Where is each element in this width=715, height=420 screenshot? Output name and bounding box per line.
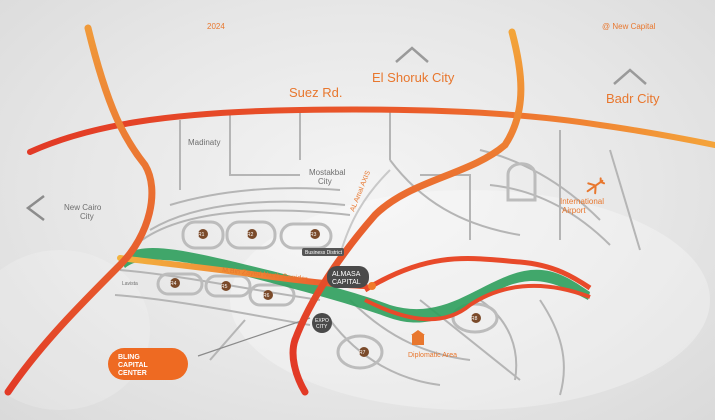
airport-label-2: Airport — [562, 206, 586, 215]
district-badge-label: R4 — [170, 281, 177, 287]
almasa-capital-marker: ALMASA CAPITAL — [327, 266, 376, 290]
almasa-label-2: CAPITAL — [332, 279, 361, 286]
building-icon — [411, 330, 425, 345]
ring-road-west — [4, 24, 156, 396]
district-badges: R1 R2 R3 R4 R5 R6 R7 R8 — [170, 229, 481, 357]
bling-capital-center-badge[interactable]: BLING CAPITAL CENTER — [108, 348, 188, 380]
district-badge-label: R5 — [221, 284, 228, 290]
brand-label: @ New Capital — [602, 22, 656, 31]
landmark-label: Lavista — [122, 281, 138, 287]
district-badge-label: R2 — [247, 232, 254, 238]
capital-spur-road — [289, 336, 309, 396]
chevron-up-icon — [395, 46, 429, 63]
district-badge-label: R7 — [359, 350, 366, 356]
airplane-icon — [586, 177, 606, 195]
al-amal-axis — [339, 169, 391, 256]
diplomatic-area-label: Diplomatic Area — [408, 352, 457, 359]
expo-label-2: CITY — [316, 324, 328, 330]
bling-connector — [197, 317, 311, 357]
river-road-south — [364, 283, 591, 322]
year-label: 2024 — [207, 22, 225, 31]
city-label-new-cairo-2: City — [80, 212, 94, 221]
suez-road — [27, 106, 715, 155]
chevron-up-icon — [613, 68, 647, 85]
city-label-new-cairo: New Cairo — [64, 203, 102, 212]
chevron-left-icon — [25, 195, 45, 221]
green-corridor — [120, 247, 590, 323]
city-label-mostakbal: Mostakbal — [309, 168, 346, 177]
business-district-label: Business District — [305, 250, 343, 256]
city-label-badr: Badr City — [606, 91, 660, 106]
city-label-madinaty: Madinaty — [188, 138, 220, 147]
district-badge-label: R1 — [198, 232, 205, 238]
regional-ring-road — [291, 28, 525, 344]
airport-label: International — [560, 197, 604, 206]
district-badge-label: R6 — [263, 293, 270, 299]
expo-label: EXPO — [315, 318, 329, 324]
city-label-mostakbal-2: City — [318, 177, 332, 186]
business-district-bar — [302, 248, 344, 256]
river-road-north — [363, 256, 592, 293]
bling-label-3: CENTER — [118, 370, 147, 377]
district-badge-label: R3 — [310, 232, 317, 238]
bling-label-2: CAPITAL — [118, 362, 149, 369]
district-badge-label: R8 — [471, 316, 478, 322]
expo-city-marker: EXPO CITY — [312, 313, 332, 333]
almasa-label: ALMASA — [332, 271, 361, 278]
road-label-suez: Suez Rd. — [289, 85, 342, 100]
bling-label: BLING — [118, 354, 140, 361]
city-label-el-shorouk: El Shoruk City — [372, 70, 455, 85]
